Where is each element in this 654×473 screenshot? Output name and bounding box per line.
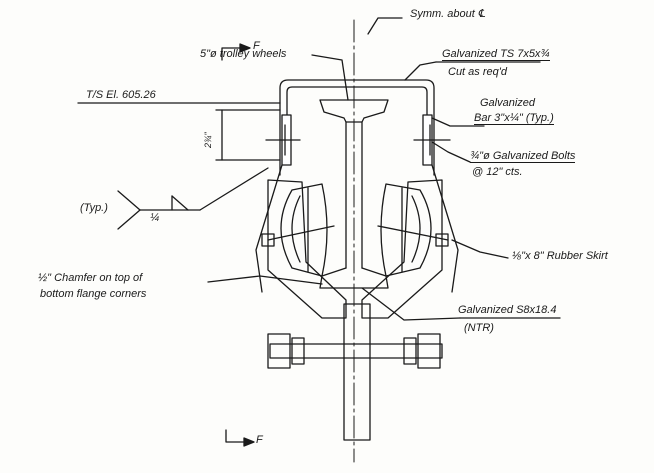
bolts-label-1: ¾"ø Galvanized Bolts — [470, 150, 576, 163]
s-beam-bottom-flange — [320, 268, 388, 288]
axle-right — [378, 226, 448, 240]
leader-skirt — [452, 240, 508, 258]
bar-label-2: Bar 3"x¼" (Typ.) — [474, 112, 554, 125]
rubber-skirt-left — [256, 165, 282, 292]
skirt-label: ⅛"x 8" Rubber Skirt — [512, 250, 608, 262]
typ-label: (Typ.) — [80, 202, 108, 214]
tube-steel-inner — [287, 87, 427, 160]
leader-bolts — [432, 142, 470, 162]
beam-label-2: (NTR) — [464, 322, 494, 334]
nut-right — [436, 234, 448, 246]
section-mark-bottom-label: F — [256, 434, 263, 446]
leader-trolley — [312, 55, 348, 100]
cut-label: Cut as req'd — [448, 66, 507, 78]
beam-label-1: Galvanized S8x18.4 — [458, 304, 557, 316]
pin-nut-right — [418, 334, 440, 368]
bar-label-1: Galvanized — [480, 97, 536, 109]
bolt-right — [414, 125, 450, 155]
section-mark-top-label: F — [253, 40, 260, 52]
pin-washer-right — [404, 338, 416, 364]
symm-label: Symm. about ℄ — [410, 8, 485, 20]
bolt-left — [266, 125, 300, 155]
chamfer-label-2: bottom flange corners — [40, 288, 147, 300]
trolley-label: 5"ø trolley wheels — [200, 48, 287, 60]
section-mark-top — [222, 44, 250, 60]
pin-nut-left — [268, 334, 290, 368]
hanger-stem — [344, 304, 370, 440]
tube-steel-channel — [280, 80, 434, 175]
chamfer-label-1: ½" Chamfer on top of — [38, 272, 143, 284]
hanger-plate-right — [362, 180, 442, 318]
section-mark-bottom — [226, 430, 254, 446]
pin-washer-left — [292, 338, 304, 364]
axle-left — [268, 226, 334, 240]
wheel-right — [381, 184, 431, 276]
nut-left — [262, 234, 274, 246]
leader-symm — [368, 18, 402, 34]
wheel-left — [281, 184, 327, 276]
pin-shaft — [270, 344, 442, 358]
bolts-label-2: @ 12" cts. — [472, 166, 523, 178]
ts-label: Galvanized TS 7x5x¾ — [442, 48, 550, 61]
weld-size-label: ¼ — [150, 212, 160, 224]
rubber-skirt-right — [432, 165, 458, 292]
dimension-label: 2¾" — [203, 132, 213, 148]
weld-symbol — [118, 168, 268, 229]
leader-chamfer — [208, 276, 322, 284]
leader-bar — [432, 118, 484, 126]
elevation-label: T/S El. 605.26 — [86, 89, 156, 101]
hanger-plate-left — [268, 180, 346, 318]
leader-ts — [405, 62, 436, 80]
leader-beam — [362, 288, 460, 320]
